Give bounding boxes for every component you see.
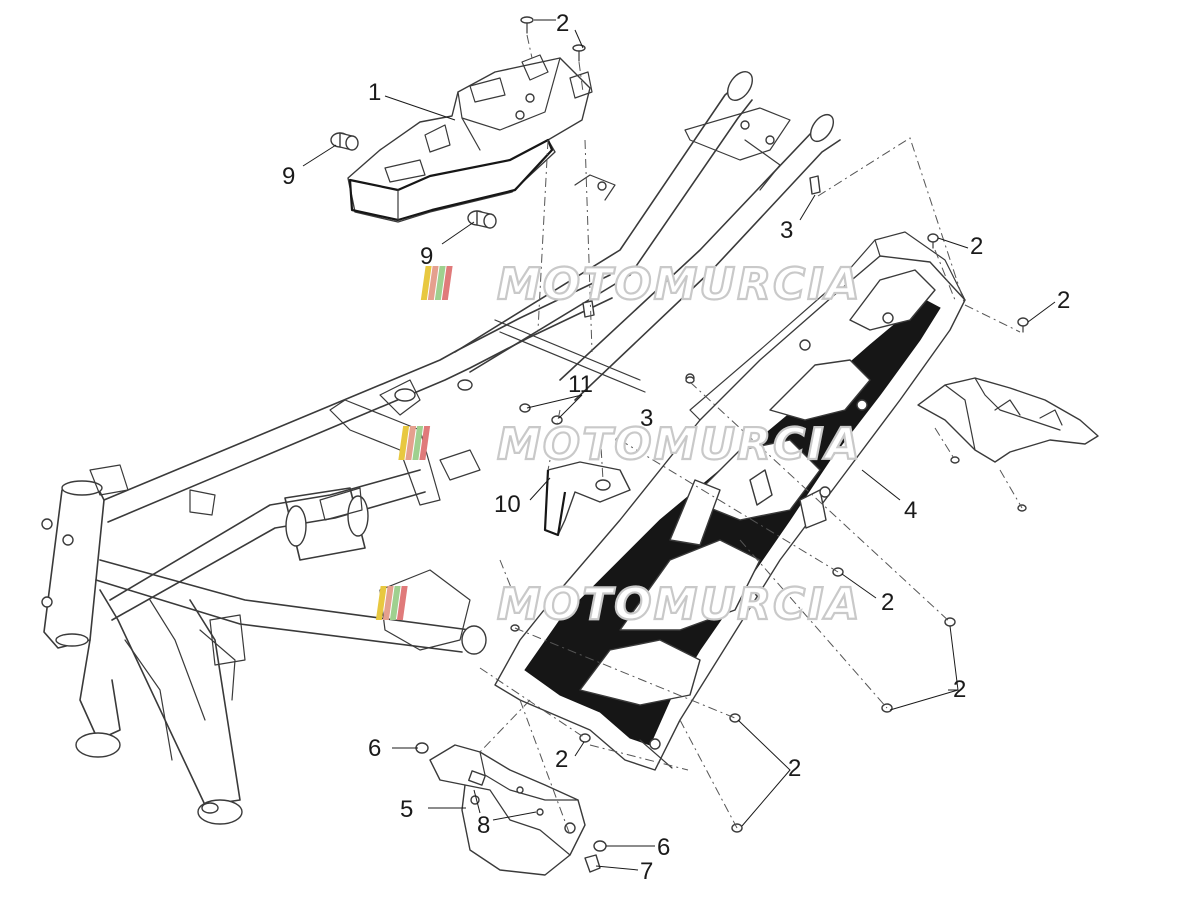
rear-undertray	[494, 231, 966, 771]
watermark-top: MOTOMURCIA	[420, 258, 862, 311]
screw-top-left	[520, 16, 534, 34]
lower-bracket	[429, 744, 586, 876]
nut-7	[584, 854, 601, 873]
callout-2-mid: 2	[881, 589, 894, 616]
screw-right-2	[1017, 317, 1029, 333]
callout-3-mid: 3	[640, 405, 653, 432]
callout-2-right: 2	[1057, 287, 1070, 314]
bolt-3-lower	[582, 300, 595, 318]
callout-6-right: 6	[657, 834, 670, 861]
screw-6-right	[593, 840, 607, 852]
fasteners	[415, 16, 1029, 873]
callout-4: 4	[904, 497, 917, 524]
callout-2-mid-right: 2	[953, 676, 966, 703]
screw-right-1	[927, 233, 939, 249]
mount-plate	[543, 461, 631, 537]
callout-2-right-upper: 2	[970, 233, 983, 260]
callout-7: 7	[640, 858, 653, 885]
callout-2-low: 2	[788, 755, 801, 782]
assembly-lines	[479, 34, 1023, 836]
watermark-mid: MOTOMURCIA	[398, 418, 862, 471]
screw-11-a	[519, 403, 531, 413]
callout-1: 1	[368, 79, 381, 106]
bolt-3-upper	[809, 175, 821, 195]
callout-9-lower: 9	[420, 243, 433, 270]
callout-2-low-left: 2	[555, 746, 568, 773]
watermark-text: MOTOMURCIA	[497, 579, 862, 630]
callout-2-top: 2	[556, 10, 569, 37]
frame	[41, 70, 841, 825]
license-bracket	[917, 377, 1099, 463]
callout-11: 11	[568, 371, 593, 398]
bushing-lower	[467, 210, 497, 229]
callout-5: 5	[400, 796, 413, 823]
callout-10: 10	[494, 491, 521, 518]
screw-low-3	[579, 733, 591, 743]
callout-leaders	[302, 19, 1056, 871]
battery-tray	[347, 54, 593, 223]
watermark-text: MOTOMURCIA	[497, 419, 862, 470]
screw-plate	[950, 456, 960, 464]
callout-labels: 1 2 2 2 2 2 2 2 3 3 4 5 6 6 7 8 9 9 10 1…	[282, 10, 1070, 885]
callout-8: 8	[477, 812, 490, 839]
callout-3-upper: 3	[780, 217, 793, 244]
callout-6-left: 6	[368, 735, 381, 762]
callout-9-upper: 9	[282, 163, 295, 190]
bushing-upper	[330, 132, 359, 151]
watermark-bottom: MOTOMURCIA	[375, 578, 862, 631]
screw-frame-1	[685, 376, 695, 384]
watermark-text: MOTOMURCIA	[497, 259, 862, 310]
screw-low-1	[729, 713, 741, 723]
